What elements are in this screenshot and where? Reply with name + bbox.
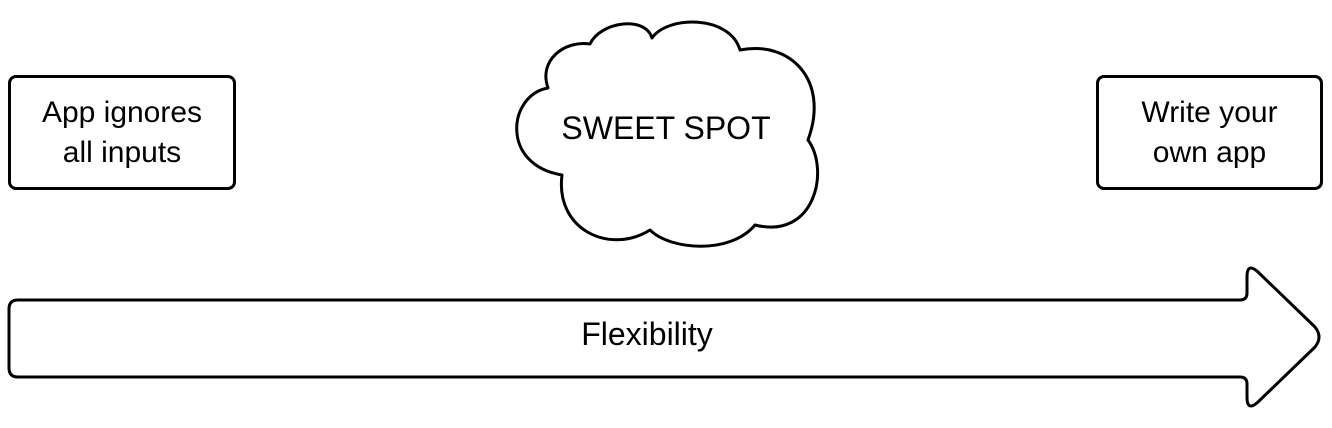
sweet-spot-cloud [515, 20, 820, 248]
cloud-label: SWEET SPOT [561, 110, 770, 146]
write-your-own-app-box: Write your own app [1096, 75, 1323, 190]
app-ignores-inputs-box: App ignores all inputs [8, 75, 236, 190]
left-box-label: App ignores all inputs [41, 95, 203, 169]
right-box-label: Write your own app [1141, 95, 1278, 169]
flexibility-arrow [7, 266, 1321, 408]
arrow-label: Flexibility [581, 316, 713, 352]
